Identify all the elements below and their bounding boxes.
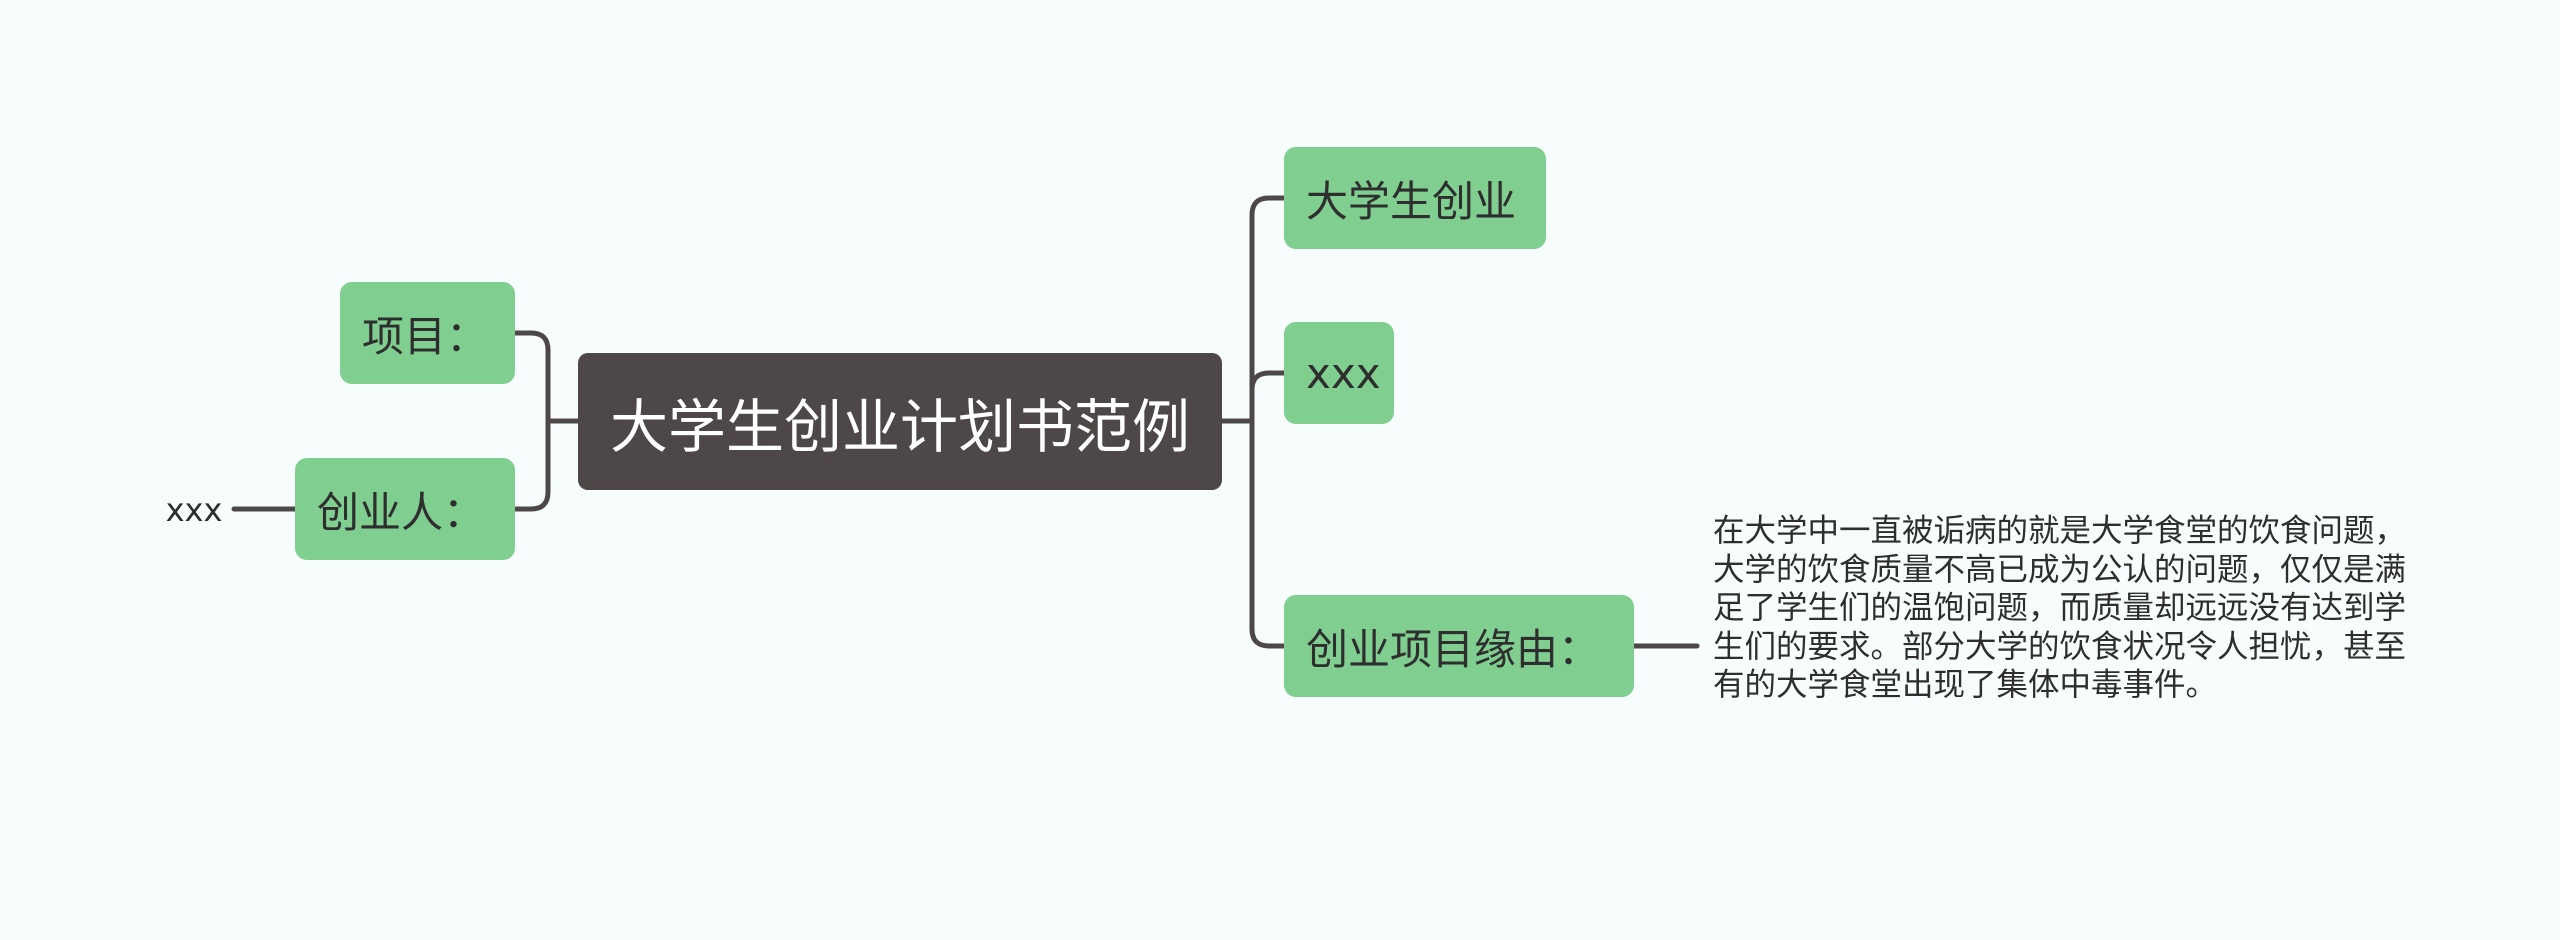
topic-project-reason[interactable]: 创业项目缘由： <box>1284 595 1634 697</box>
connector-to-startup <box>1249 195 1287 424</box>
root-topic-label: 大学生创业计划书范例 <box>609 392 1190 461</box>
founder-value-text[interactable]: xxx <box>165 491 223 529</box>
topic-project-label: 项目： <box>362 311 489 361</box>
connector-to-founder <box>512 418 551 512</box>
project-reason-text[interactable]: 在大学中一直被诟病的就是大学食堂的饮食问题，大学的饮食质量不高已成为公认的问题，… <box>1713 513 2407 703</box>
topic-xxx[interactable]: xxx <box>1284 322 1394 424</box>
topic-xxx-label: xxx <box>1306 348 1381 398</box>
connector-to-project <box>512 330 551 424</box>
root-topic[interactable]: 大学生创业计划书范例 <box>578 353 1222 490</box>
topic-project-reason-label: 创业项目缘由： <box>1306 624 1601 674</box>
topic-founder[interactable]: 创业人： <box>295 458 515 560</box>
connector-to-xxx <box>1249 370 1287 393</box>
topic-college-startup-label: 大学生创业 <box>1306 176 1517 226</box>
topic-college-startup[interactable]: 大学生创业 <box>1284 147 1546 249</box>
connector-to-reason <box>1249 418 1287 649</box>
topic-project[interactable]: 项目： <box>340 282 515 384</box>
topic-founder-label: 创业人： <box>317 487 486 537</box>
